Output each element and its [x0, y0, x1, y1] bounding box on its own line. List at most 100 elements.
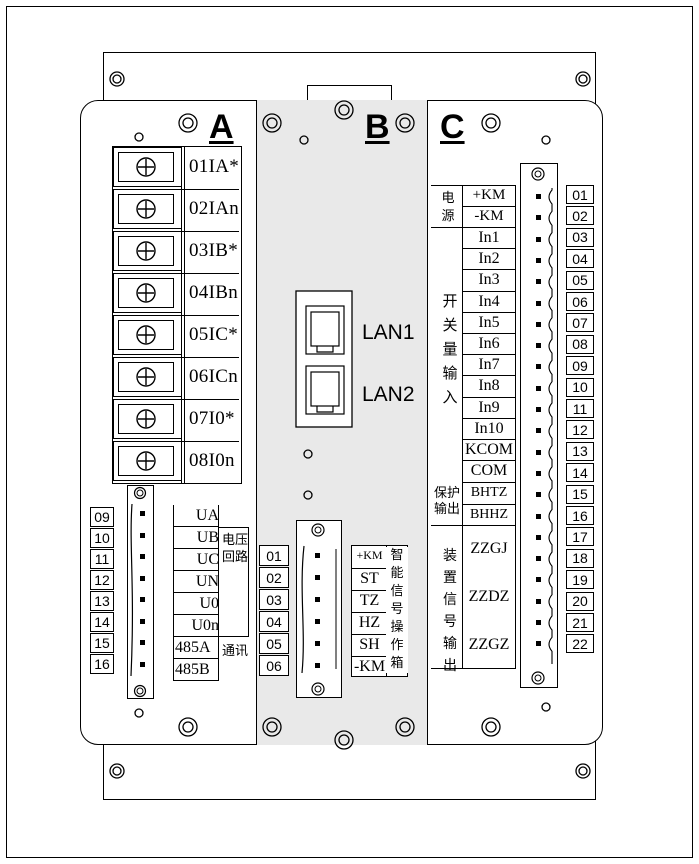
a-pin-number: 14 — [90, 612, 114, 632]
a-signal-row: UA — [195, 507, 219, 524]
pin — [536, 556, 541, 562]
pin — [315, 553, 320, 558]
c-pin-number: 22 — [566, 634, 594, 654]
c-dev-group-label: 装置信号输出 — [443, 548, 457, 674]
a-terminal-name: IA* — [208, 156, 240, 177]
c-signal-row: BHHZ — [469, 507, 509, 523]
c-signal-row: In6 — [478, 335, 500, 352]
c-pin-number: 06 — [566, 292, 594, 311]
b-group-label: 智能信号操作箱 — [386, 547, 408, 673]
c-signal-row: In3 — [478, 271, 500, 289]
pin — [536, 598, 541, 604]
a-signal-row: U0 — [199, 595, 219, 612]
b-signal-row: HZ — [358, 614, 381, 631]
b-signal-row: TZ — [359, 592, 380, 609]
c-signal-row: BHTZ — [470, 485, 508, 501]
pin — [140, 511, 145, 516]
a-terminal-screw — [113, 189, 182, 229]
c-pin-number: 11 — [566, 399, 594, 418]
a-terminal-name: ICn — [208, 366, 239, 387]
c-signal-row: In9 — [478, 398, 500, 416]
b-pin-number: 05 — [259, 633, 289, 654]
a-terminal-number: 05 — [189, 324, 209, 345]
a-terminal-name: I0* — [208, 408, 235, 429]
c-pin-number: 20 — [566, 591, 594, 611]
pin — [536, 321, 541, 327]
a-signal-row: 485B — [175, 661, 210, 678]
a-terminal-screw — [113, 357, 182, 397]
c-signal-row: ZZDZ — [468, 588, 510, 606]
c-pin-number: 02 — [566, 206, 594, 226]
c-signal-row: KCOM — [464, 441, 513, 458]
section-b-label: B — [365, 108, 390, 146]
a-pin-number: 13 — [90, 591, 114, 611]
pin — [536, 428, 541, 434]
pin — [536, 641, 541, 647]
c-pin-number: 18 — [566, 548, 594, 568]
a-terminal-screw — [113, 399, 182, 439]
top-tab — [307, 85, 392, 101]
b-pin-number: 02 — [259, 567, 289, 588]
pin — [140, 532, 145, 538]
a-voltage-group-label: 电压回路 — [221, 533, 248, 565]
pin — [140, 661, 145, 667]
a-pin-number: 09 — [90, 507, 114, 527]
pin — [140, 575, 145, 581]
pin — [315, 641, 320, 646]
a-terminal-screw — [113, 315, 182, 355]
c-signal-row: ZZGJ — [470, 540, 508, 558]
b-signal-row: +KM — [356, 548, 383, 562]
a-signal-row: UC — [196, 551, 219, 568]
a-pin-number: 12 — [90, 570, 114, 590]
a-signal-row: UB — [196, 529, 219, 546]
pin — [140, 640, 145, 645]
c-pin-number: 21 — [566, 613, 594, 632]
c-signal-row: +KM — [472, 187, 506, 203]
c-signal-row: In8 — [478, 377, 500, 395]
c-signal-row: In4 — [478, 292, 500, 310]
c-pin-number: 03 — [566, 227, 594, 247]
pin — [536, 257, 541, 263]
c-pin-number: 01 — [566, 185, 594, 204]
a-signal-row: U0n — [191, 617, 219, 634]
c-pin-number: 05 — [566, 270, 594, 290]
a-signal-row: UN — [195, 573, 219, 590]
c-pin-number: 15 — [566, 484, 594, 504]
pin — [536, 236, 541, 242]
a-pin-number: 10 — [90, 528, 114, 548]
c-pin-number: 14 — [566, 463, 594, 483]
pin — [536, 215, 541, 221]
c-signal-row: COM — [470, 462, 508, 480]
c-signal-row: -KM — [474, 208, 504, 224]
b-pin-number: 03 — [259, 589, 289, 610]
a-pin-connector — [127, 485, 154, 699]
a-pin-number: 11 — [90, 549, 114, 569]
c-signal-row: In1 — [478, 229, 500, 246]
pin — [536, 534, 541, 540]
a-terminal-name: IC* — [208, 324, 239, 345]
a-pin-number: 16 — [90, 654, 114, 674]
b-signal-row: SH — [359, 636, 380, 653]
c-pin-number: 12 — [566, 420, 594, 440]
a-terminal-number: 07 — [189, 408, 209, 429]
c-power-group-label: 电源 — [441, 191, 455, 224]
a-comm-group-label: 通讯 — [221, 644, 248, 659]
c-pin-connector — [520, 163, 558, 688]
a-terminal-number: 02 — [189, 198, 209, 219]
a-terminal-name: I0n — [208, 450, 235, 471]
a-signal-row: 485A — [175, 639, 211, 656]
a-terminal-number: 03 — [189, 240, 209, 261]
c-pin-number: 07 — [566, 313, 594, 333]
pin — [536, 620, 541, 625]
section-c-label: C — [440, 108, 465, 146]
b-pin-connector — [296, 520, 342, 698]
pin — [140, 597, 145, 602]
c-signal-row: In10 — [474, 419, 504, 437]
section-a-label: A — [209, 108, 234, 146]
